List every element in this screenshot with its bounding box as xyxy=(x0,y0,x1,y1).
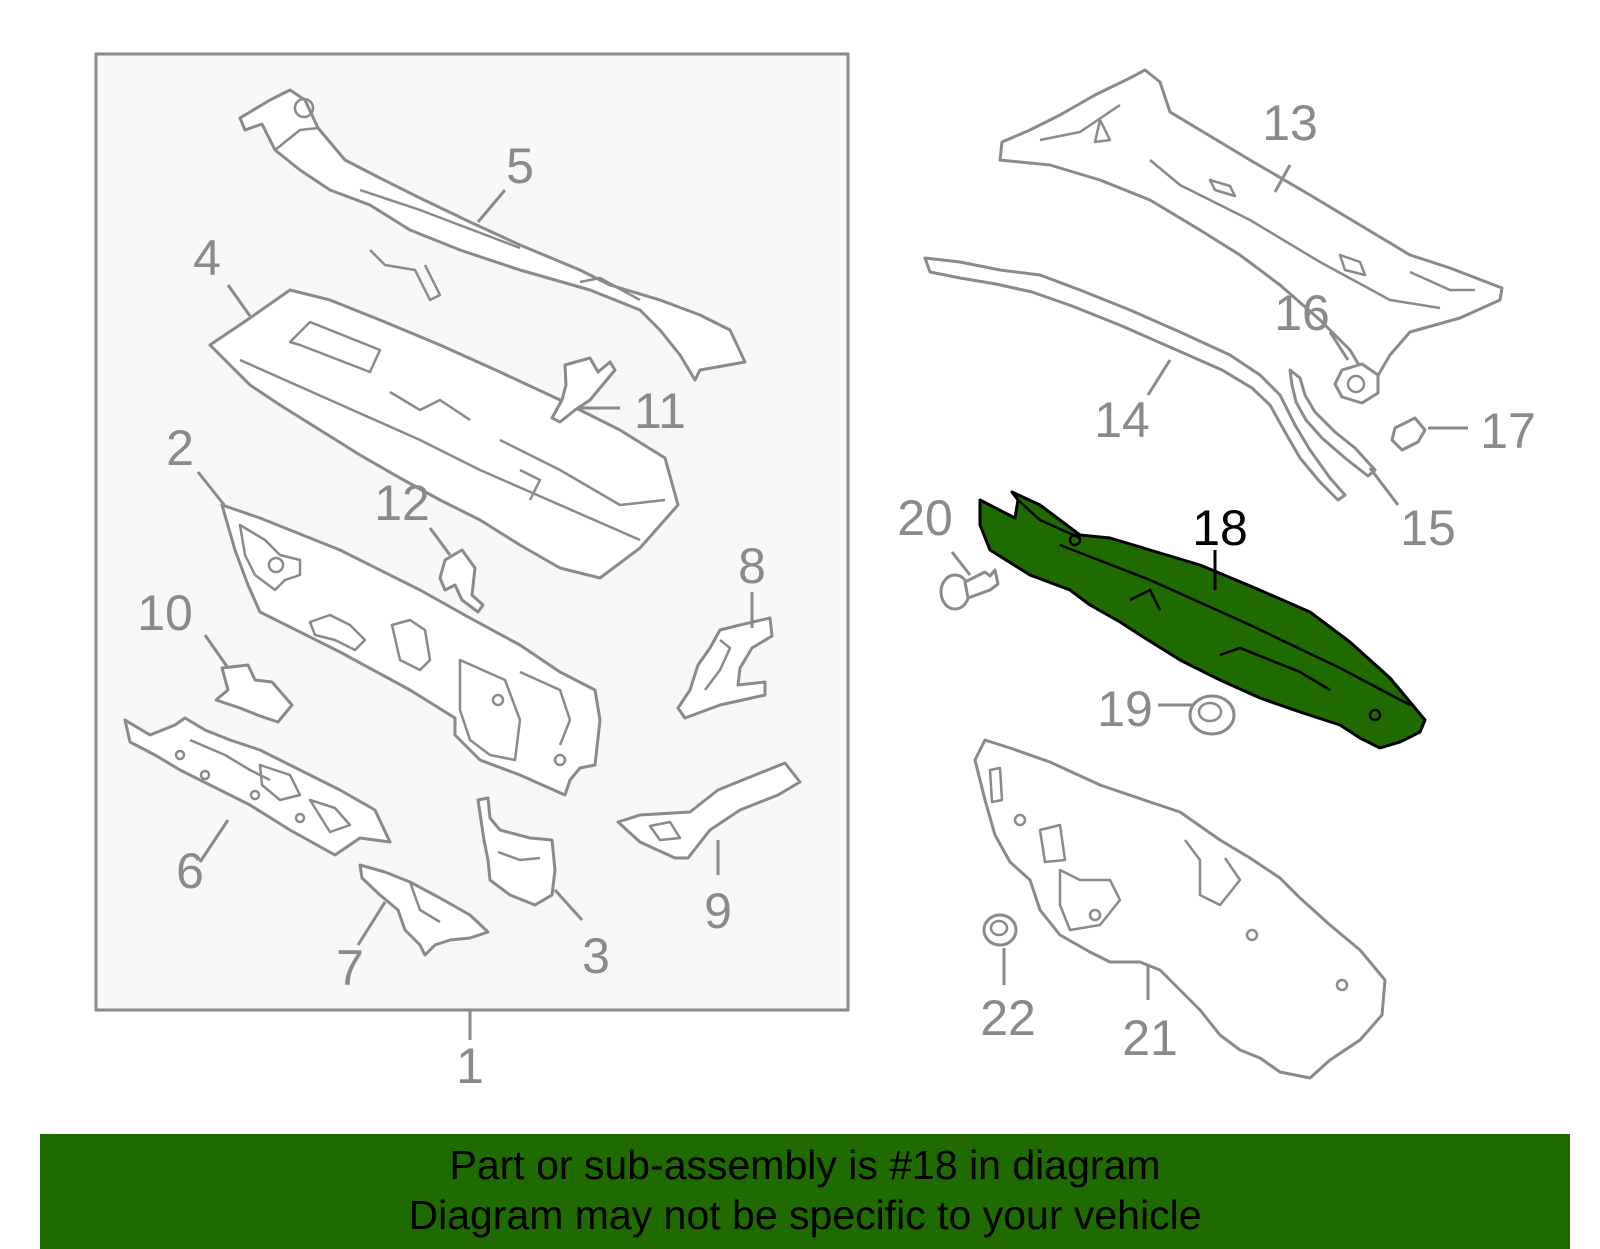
callout-11: 11 xyxy=(634,383,686,439)
callout-14: 14 xyxy=(1094,392,1150,448)
part-20[interactable] xyxy=(939,568,1000,611)
callout-2: 2 xyxy=(166,420,194,476)
callout-16: 16 xyxy=(1274,285,1330,341)
info-banner: Part or sub-assembly is #18 in diagram D… xyxy=(40,1134,1570,1249)
part-22[interactable] xyxy=(982,913,1018,947)
part-5[interactable] xyxy=(238,88,747,382)
callout-17: 17 xyxy=(1480,403,1536,459)
part-18[interactable] xyxy=(978,490,1427,750)
callout-10: 10 xyxy=(137,585,193,641)
callout-21: 21 xyxy=(1122,1010,1178,1066)
callout-8: 8 xyxy=(738,538,766,594)
callout-6: 6 xyxy=(176,843,204,899)
callout-18: 18 xyxy=(1192,500,1248,556)
banner-line-2: Diagram may not be specific to your vehi… xyxy=(408,1192,1202,1238)
assembly-frame xyxy=(94,52,850,1012)
callout-5: 5 xyxy=(506,138,534,194)
banner-line-1: Part or sub-assembly is #18 in diagram xyxy=(449,1142,1161,1188)
part-17[interactable] xyxy=(1390,416,1427,452)
callout-12: 12 xyxy=(374,475,430,531)
part-3[interactable] xyxy=(476,796,557,907)
callout-13: 13 xyxy=(1262,95,1318,151)
part-10[interactable] xyxy=(214,663,294,724)
callout-4: 4 xyxy=(193,230,221,286)
callout-20: 20 xyxy=(897,490,953,546)
part-4[interactable] xyxy=(208,288,680,580)
callout-3: 3 xyxy=(582,928,610,984)
part-8[interactable] xyxy=(676,616,774,720)
part-13[interactable] xyxy=(998,68,1504,392)
part-12[interactable] xyxy=(438,548,485,614)
leader-lines xyxy=(196,164,1468,1000)
part-7[interactable] xyxy=(358,863,490,957)
callout-22: 22 xyxy=(980,990,1036,1046)
part-14[interactable] xyxy=(923,256,1347,502)
part-19[interactable] xyxy=(1188,694,1236,736)
callout-19: 19 xyxy=(1097,681,1153,737)
callout-1: 1 xyxy=(456,1038,484,1094)
part-9[interactable] xyxy=(616,761,802,860)
part-16[interactable] xyxy=(1333,362,1380,405)
part-6[interactable] xyxy=(123,716,392,857)
part-11[interactable] xyxy=(550,356,617,424)
part-2[interactable] xyxy=(220,503,602,797)
callout-7: 7 xyxy=(336,940,364,996)
callout-labels: 1 2 3 4 5 6 7 8 9 10 11 12 13 14 15 16 1… xyxy=(137,95,1536,1094)
callout-15: 15 xyxy=(1400,500,1456,556)
part-21[interactable] xyxy=(973,738,1387,1080)
part-15[interactable] xyxy=(1288,368,1377,478)
callout-9: 9 xyxy=(704,883,732,939)
